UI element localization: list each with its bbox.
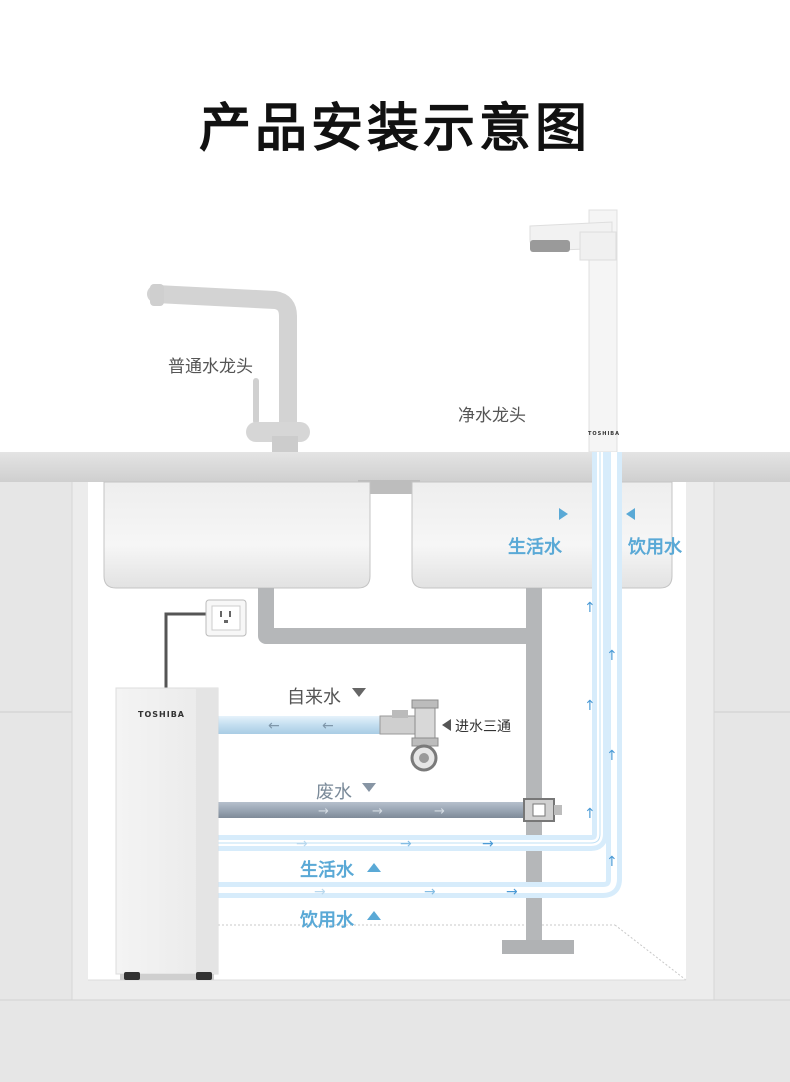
svg-text:↑: ↑ <box>606 648 618 664</box>
svg-text:←: ← <box>268 718 280 734</box>
tap-water-pipe: ← ← <box>216 716 392 734</box>
label-domestic-water-top: 生活水 <box>508 537 562 558</box>
svg-text:→: → <box>318 804 329 819</box>
label-normal-faucet: 普通水龙头 <box>168 357 253 377</box>
triangle-right-icon <box>559 508 568 520</box>
triangle-up-icon <box>367 863 381 872</box>
label-inlet-tee: 进水三通 <box>455 719 511 735</box>
svg-text:↑: ↑ <box>584 600 596 616</box>
label-tap-water: 自来水 <box>287 687 341 708</box>
faucet-brand-logo: TOSHIBA <box>588 431 620 437</box>
svg-text:↑: ↑ <box>584 698 596 714</box>
purified-faucet <box>529 209 618 453</box>
svg-text:→: → <box>434 804 445 819</box>
svg-text:↑: ↑ <box>606 748 618 764</box>
label-drinking-water-bottom: 饮用水 <box>300 910 354 931</box>
unit-brand-logo: TOSHIBA <box>138 710 185 719</box>
svg-text:←: ← <box>322 718 334 734</box>
label-drinking-water-top: 饮用水 <box>628 537 682 558</box>
page-title: 产品安装示意图 <box>198 99 591 159</box>
label-purified-faucet: 净水龙头 <box>458 406 526 426</box>
triangle-down-icon <box>352 688 366 697</box>
triangle-down-icon <box>362 783 376 792</box>
svg-text:→: → <box>314 884 326 900</box>
normal-faucet <box>147 284 310 461</box>
drinking-water-pipe: → → → ↑ ↑ ↑ <box>216 452 622 900</box>
svg-text:→: → <box>372 804 383 819</box>
purifier-unit <box>115 687 219 980</box>
power-outlet-icon <box>164 599 247 688</box>
domestic-water-pipe: → → → ↑ ↑ ↑ <box>216 452 608 852</box>
svg-text:→: → <box>400 836 412 852</box>
triangle-up-icon <box>367 911 381 920</box>
svg-text:↑: ↑ <box>606 854 618 870</box>
waste-water-pipe: → → → <box>216 798 562 822</box>
svg-text:→: → <box>424 884 436 900</box>
svg-text:→: → <box>296 836 308 852</box>
label-domestic-water-bottom: 生活水 <box>300 860 354 881</box>
svg-text:→: → <box>482 836 494 852</box>
triangle-left-icon <box>626 508 635 520</box>
label-waste-water: 废水 <box>316 782 352 803</box>
svg-text:→: → <box>506 884 518 900</box>
valve-icon <box>379 699 439 772</box>
countertop <box>0 452 790 482</box>
triangle-left-icon <box>442 719 451 731</box>
svg-text:↑: ↑ <box>584 806 596 822</box>
